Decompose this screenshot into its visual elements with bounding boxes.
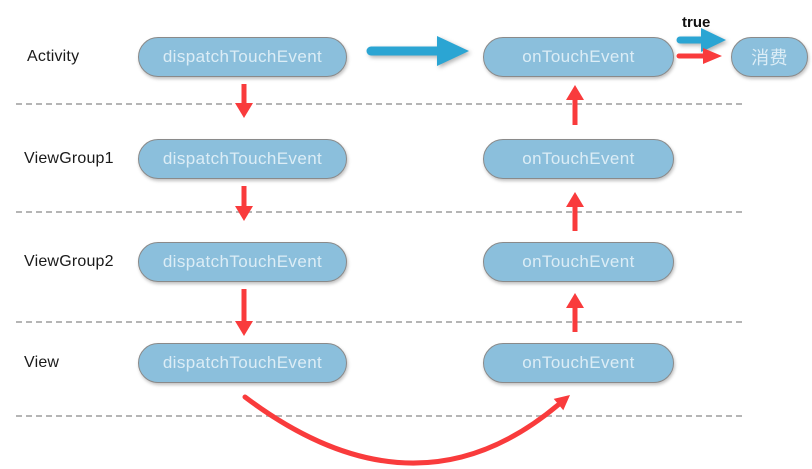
row-divider-2 (16, 211, 742, 213)
pill-view-dispatchtouchevent: dispatchTouchEvent (138, 343, 347, 383)
pill-activity-ontouchevent: onTouchEvent (483, 37, 674, 77)
arrow-ontouch-view-to-viewgroup2-icon (566, 293, 584, 332)
arrow-ontouch-viewgroup1-to-activity-icon (566, 85, 584, 125)
arrow-dispatch-viewgroup2-to-view-icon (235, 289, 253, 336)
row-label-view: View (24, 354, 60, 371)
pill-consume: 消费 (731, 37, 808, 77)
row-label-activity: Activity (27, 48, 80, 65)
row-divider-1 (16, 103, 742, 105)
pill-viewgroup2-ontouchevent: onTouchEvent (483, 242, 674, 282)
true-branch-label: true (682, 14, 711, 31)
row-divider-4 (16, 415, 742, 417)
row-divider-3 (16, 321, 742, 323)
arrow-dispatch-viewgroup1-to-viewgroup2-icon (235, 186, 253, 221)
pill-view-ontouchevent: onTouchEvent (483, 343, 674, 383)
pill-viewgroup1-ontouchevent: onTouchEvent (483, 139, 674, 179)
arrow-red-ontouch-to-consume-icon (676, 48, 722, 64)
arrow-dispatch-activity-to-viewgroup1-icon (235, 84, 253, 118)
pill-viewgroup1-dispatchtouchevent: dispatchTouchEvent (138, 139, 347, 179)
pill-activity-dispatchtouchevent: dispatchTouchEvent (138, 37, 347, 77)
arrow-true-blue-to-consume-icon (676, 28, 726, 52)
arrow-curve-dispatch-view-to-ontouch-view-icon (242, 394, 570, 466)
arrow-dispatch-to-ontouch-activity-icon (366, 36, 469, 66)
row-label-viewgroup2: ViewGroup2 (24, 253, 114, 270)
pill-viewgroup2-dispatchtouchevent: dispatchTouchEvent (138, 242, 347, 282)
row-label-viewgroup1: ViewGroup1 (24, 150, 114, 167)
